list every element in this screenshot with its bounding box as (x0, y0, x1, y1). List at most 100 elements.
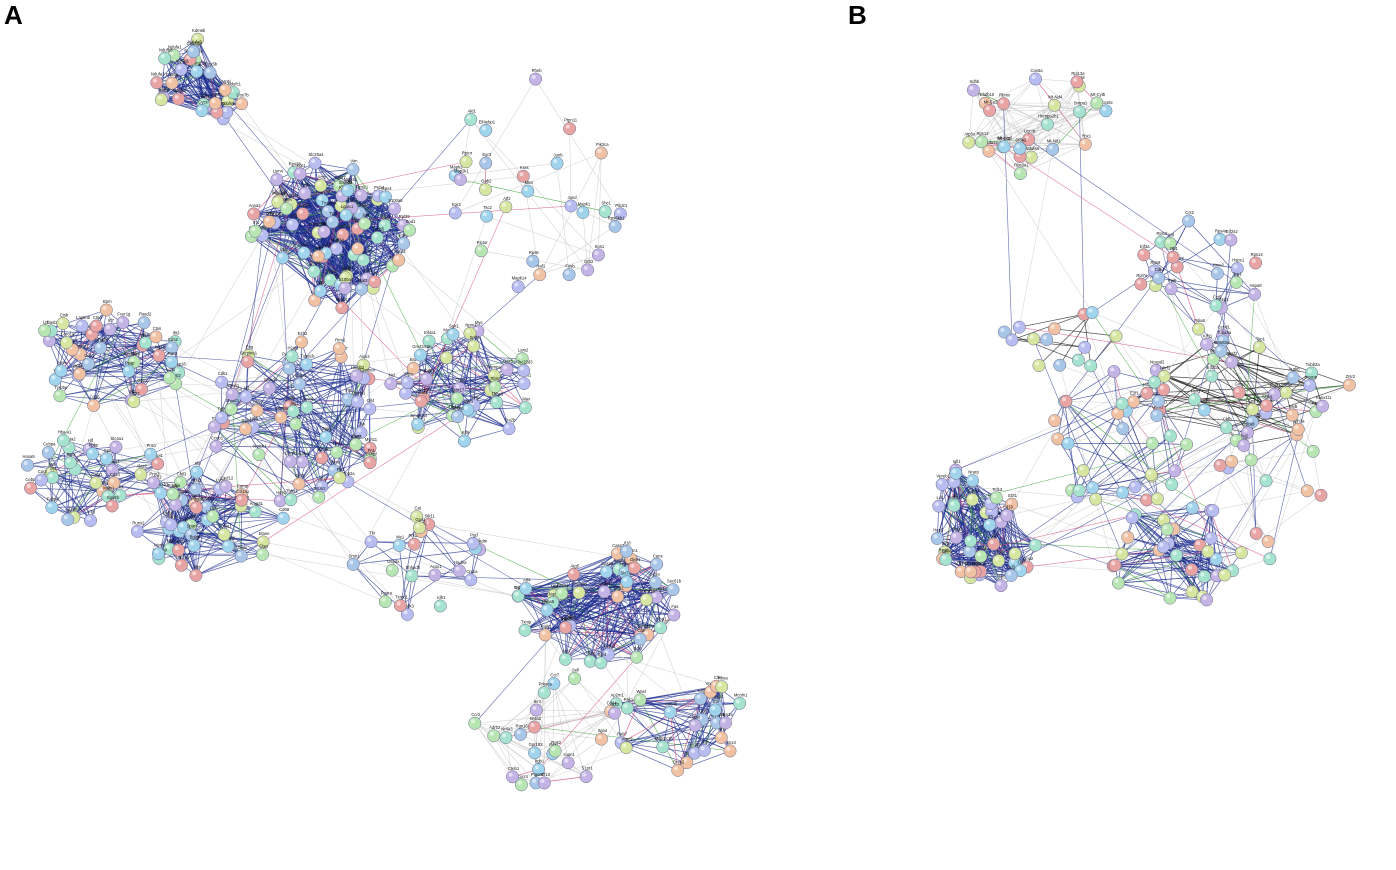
panel-a-node-label: Fabp5 (69, 506, 82, 511)
panel-label-b: B (848, 0, 867, 30)
panel-a-edge (171, 82, 203, 111)
panel-a-node: Arf6 (714, 727, 728, 744)
panel-a-node: H2-D1 (73, 363, 87, 381)
panel-b-node-label: Gins2 (1235, 382, 1247, 387)
panel-a-node-label: Lars2 (518, 348, 529, 353)
panel-b-node (1051, 432, 1065, 446)
panel-b-edge (1227, 467, 1269, 542)
panel-b-node (1200, 593, 1214, 607)
panel-a-node: Hnrnpa1 (487, 365, 504, 383)
panel-a-node-label: Runx1 (107, 459, 120, 464)
panel-a-node: Jag1 (286, 400, 300, 418)
panel-a-node-label: Mrpl34 (331, 238, 344, 243)
panel-a-edge (452, 334, 496, 388)
panel-b-node (1086, 481, 1100, 495)
panel-a-node-label: Calr (637, 628, 645, 633)
panel-b-node (1012, 320, 1026, 334)
panel-b-edge (1019, 111, 1080, 157)
panel-a-node: Ddx17 (450, 387, 465, 405)
panel-a-node: Runx1 (105, 459, 120, 477)
panel-b-node-label: Dnmt3a (1215, 340, 1230, 345)
panel-a-node: Bcl6 (630, 646, 644, 664)
panel-b-edge (1231, 361, 1312, 374)
panel-a-node: Map1lc3b (655, 736, 674, 754)
panel-a-edge (520, 626, 567, 735)
panel-a-edge (227, 517, 284, 547)
panel-b-edge (1252, 421, 1297, 436)
panel-a-node-label: Ddx17 (452, 387, 465, 392)
panel-a-node: Procr (144, 443, 157, 461)
panel-b-node-label: Pax5 (977, 560, 987, 565)
panel-b-node-label: Aurkb (1289, 367, 1301, 372)
panel-a-edge (553, 683, 587, 777)
panel-b-node-label: Hspe1 (1232, 258, 1245, 263)
panel-a-node-label: Bmp4 (295, 373, 307, 378)
panel-a-node: Hspa5 (540, 599, 555, 617)
panel-a-node-label: Cd44 (607, 700, 618, 705)
panel-a-node-label: Mrpl41 (344, 177, 357, 182)
panel-a-node: Rps21 (354, 184, 369, 202)
panel-a-node: Rps6kb1 (608, 215, 625, 233)
panel-a-node-label: Chil3 (177, 471, 187, 476)
panel-a-edge (565, 574, 575, 660)
panel-a-node: Srxn1 (346, 553, 360, 571)
panel-b-node-label: Nme2 (1213, 263, 1225, 268)
panel-a-node-label: Smc4 (302, 396, 313, 401)
panel-b-node (1008, 547, 1022, 561)
panel-a-node-label: Dnm2 (673, 759, 685, 764)
panel-b-node (997, 325, 1011, 339)
panel-a-edge (314, 259, 399, 272)
panel-b-node (1201, 545, 1215, 558)
panel-a-edge (245, 396, 372, 542)
panel-b-node: Nrarp (966, 470, 979, 488)
panel-a-node: Chil3 (174, 471, 187, 489)
panel-b-node (1116, 422, 1130, 435)
panel-a-node-label: Pik3r1 (615, 203, 628, 208)
panel-b-node-label: Cct2 (1185, 210, 1194, 215)
panel-a-edge (289, 348, 340, 369)
panel-a-node: Anxa2 (247, 203, 261, 221)
panel-a-node: Dcn (206, 505, 220, 523)
panel-a-node-label: Wnt5a (230, 387, 243, 392)
panel-a-edge (212, 511, 256, 517)
panel-a-edge (155, 336, 371, 449)
panel-a-node: Hey1 (273, 490, 287, 508)
panel-b-edge (1059, 312, 1093, 366)
panel-a-node-label: B2m (103, 299, 112, 304)
panel-a-node-label: Birc5 (295, 473, 305, 478)
panel-b-node: Kif20a (1205, 365, 1219, 383)
panel-b-edge (1188, 220, 1255, 295)
panel-a-node-label: Hsp90ab1 (309, 222, 329, 227)
panel-a-node: Atf2 (499, 196, 513, 214)
panel-b-edge (989, 524, 1036, 546)
panel-a-node-label: Tek (359, 421, 366, 426)
panel-a-edge (223, 534, 386, 602)
panel-a-node: Mcm6 (315, 447, 329, 465)
panel-a-node-label: Xbp1 (657, 617, 667, 622)
panel-a-node: Tpi1 (326, 211, 339, 229)
panel-a-node-label: Fth1 (315, 245, 324, 250)
panel-a-node: Junb (550, 152, 564, 170)
panel-a-node-label: Dusp1 (257, 224, 270, 229)
panel-a-node-label: Ctsl (698, 688, 705, 693)
panel-a-node-label: Ezh2 (298, 331, 308, 336)
panel-a-node-label: Ddit4 (514, 585, 524, 590)
panel-b-edge (1202, 411, 1317, 597)
panel-a-node: Txnip (518, 619, 532, 637)
panel-b-edge (1269, 411, 1317, 559)
panel-a-edge (420, 345, 474, 356)
panel-b-node-label: Rbmx (999, 93, 1011, 98)
panel-a-edge (640, 699, 716, 711)
panel-a-node-label: Hoxa9 (22, 454, 35, 459)
panel-a-node: Pdia3 (559, 616, 573, 634)
panel-a-node-label: Vcam1 (165, 514, 179, 519)
panel-a-node: Egr3 (479, 152, 493, 170)
panel-a-edge (543, 634, 546, 783)
panel-b-edge (1163, 434, 1297, 521)
panel-a-node-label: Mapk1 (578, 201, 591, 206)
panel-a-node: Ccnb1 (209, 435, 224, 453)
panel-a-edge (486, 215, 599, 256)
panel-a-node-label: Plk1 (337, 467, 346, 472)
panel-b-edge (1242, 294, 1255, 445)
panel-b-edge (953, 503, 976, 573)
